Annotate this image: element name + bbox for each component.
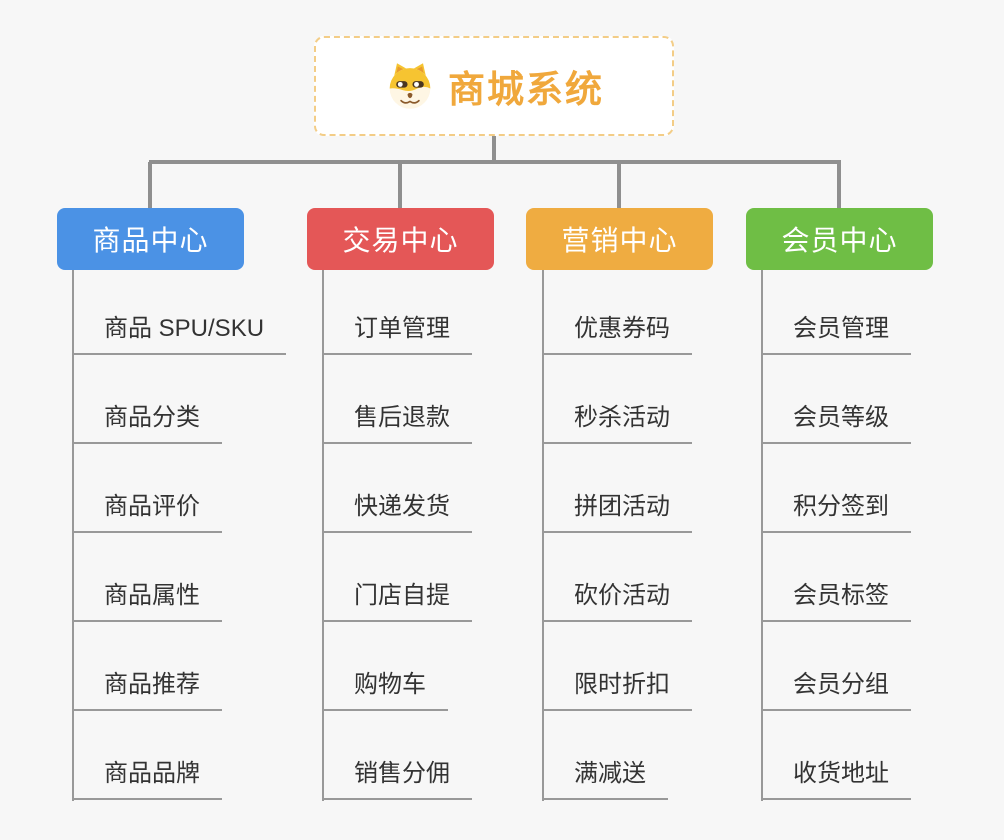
- root-title: 商城系统: [448, 69, 604, 110]
- root-node[interactable]: 商城系统: [314, 36, 674, 136]
- leaf-topic[interactable]: 商品评价: [72, 490, 222, 533]
- branch-label: 商品中心: [92, 225, 209, 256]
- leaf-topic[interactable]: 售后退款: [322, 401, 472, 444]
- connector-drop: [398, 162, 402, 208]
- leaf-topic[interactable]: 会员等级: [761, 401, 911, 444]
- branch-label: 会员中心: [781, 225, 898, 256]
- leaf-topic[interactable]: 收货地址: [761, 757, 911, 800]
- connector-root-stub: [492, 136, 496, 162]
- branch-child-line: [761, 270, 763, 801]
- leaf-topic[interactable]: 商品 SPU/SKU: [72, 312, 287, 355]
- branch-label: 交易中心: [342, 225, 459, 256]
- connector-drop: [617, 162, 621, 208]
- connector-drop: [837, 162, 841, 208]
- leaf-topic[interactable]: 快递发货: [322, 490, 472, 533]
- leaf-topic[interactable]: 商品分类: [72, 401, 222, 444]
- leaf-topic[interactable]: 订单管理: [322, 312, 472, 355]
- leaf-topic[interactable]: 销售分佣: [322, 757, 472, 800]
- leaf-topic[interactable]: 商品属性: [72, 579, 222, 622]
- leaf-topic[interactable]: 商品品牌: [72, 757, 222, 800]
- leaf-topic[interactable]: 优惠券码: [542, 312, 692, 355]
- leaf-topic[interactable]: 限时折扣: [542, 668, 692, 711]
- doge-dog-icon: [384, 60, 436, 112]
- branch-child-line: [72, 270, 74, 801]
- leaf-topic[interactable]: 秒杀活动: [542, 401, 692, 444]
- branch-label: 营销中心: [561, 225, 678, 256]
- leaf-topic[interactable]: 积分签到: [761, 490, 911, 533]
- leaf-topic[interactable]: 购物车: [322, 668, 448, 711]
- leaf-topic[interactable]: 会员标签: [761, 579, 911, 622]
- branch-child-line: [322, 270, 324, 801]
- branch-node-marketing-center[interactable]: 营销中心: [526, 208, 713, 270]
- leaf-topic[interactable]: 门店自提: [322, 579, 472, 622]
- branch-node-member-center[interactable]: 会员中心: [746, 208, 933, 270]
- connector-drop: [148, 162, 152, 208]
- leaf-topic[interactable]: 砍价活动: [542, 579, 692, 622]
- leaf-topic[interactable]: 会员分组: [761, 668, 911, 711]
- branch-node-trade-center[interactable]: 交易中心: [307, 208, 494, 270]
- branch-child-line: [542, 270, 544, 801]
- leaf-topic[interactable]: 商品推荐: [72, 668, 222, 711]
- leaf-topic[interactable]: 会员管理: [761, 312, 911, 355]
- leaf-topic[interactable]: 满减送: [542, 757, 668, 800]
- branch-node-product-center[interactable]: 商品中心: [57, 208, 244, 270]
- connector-horizontal: [149, 160, 841, 164]
- leaf-topic[interactable]: 拼团活动: [542, 490, 692, 533]
